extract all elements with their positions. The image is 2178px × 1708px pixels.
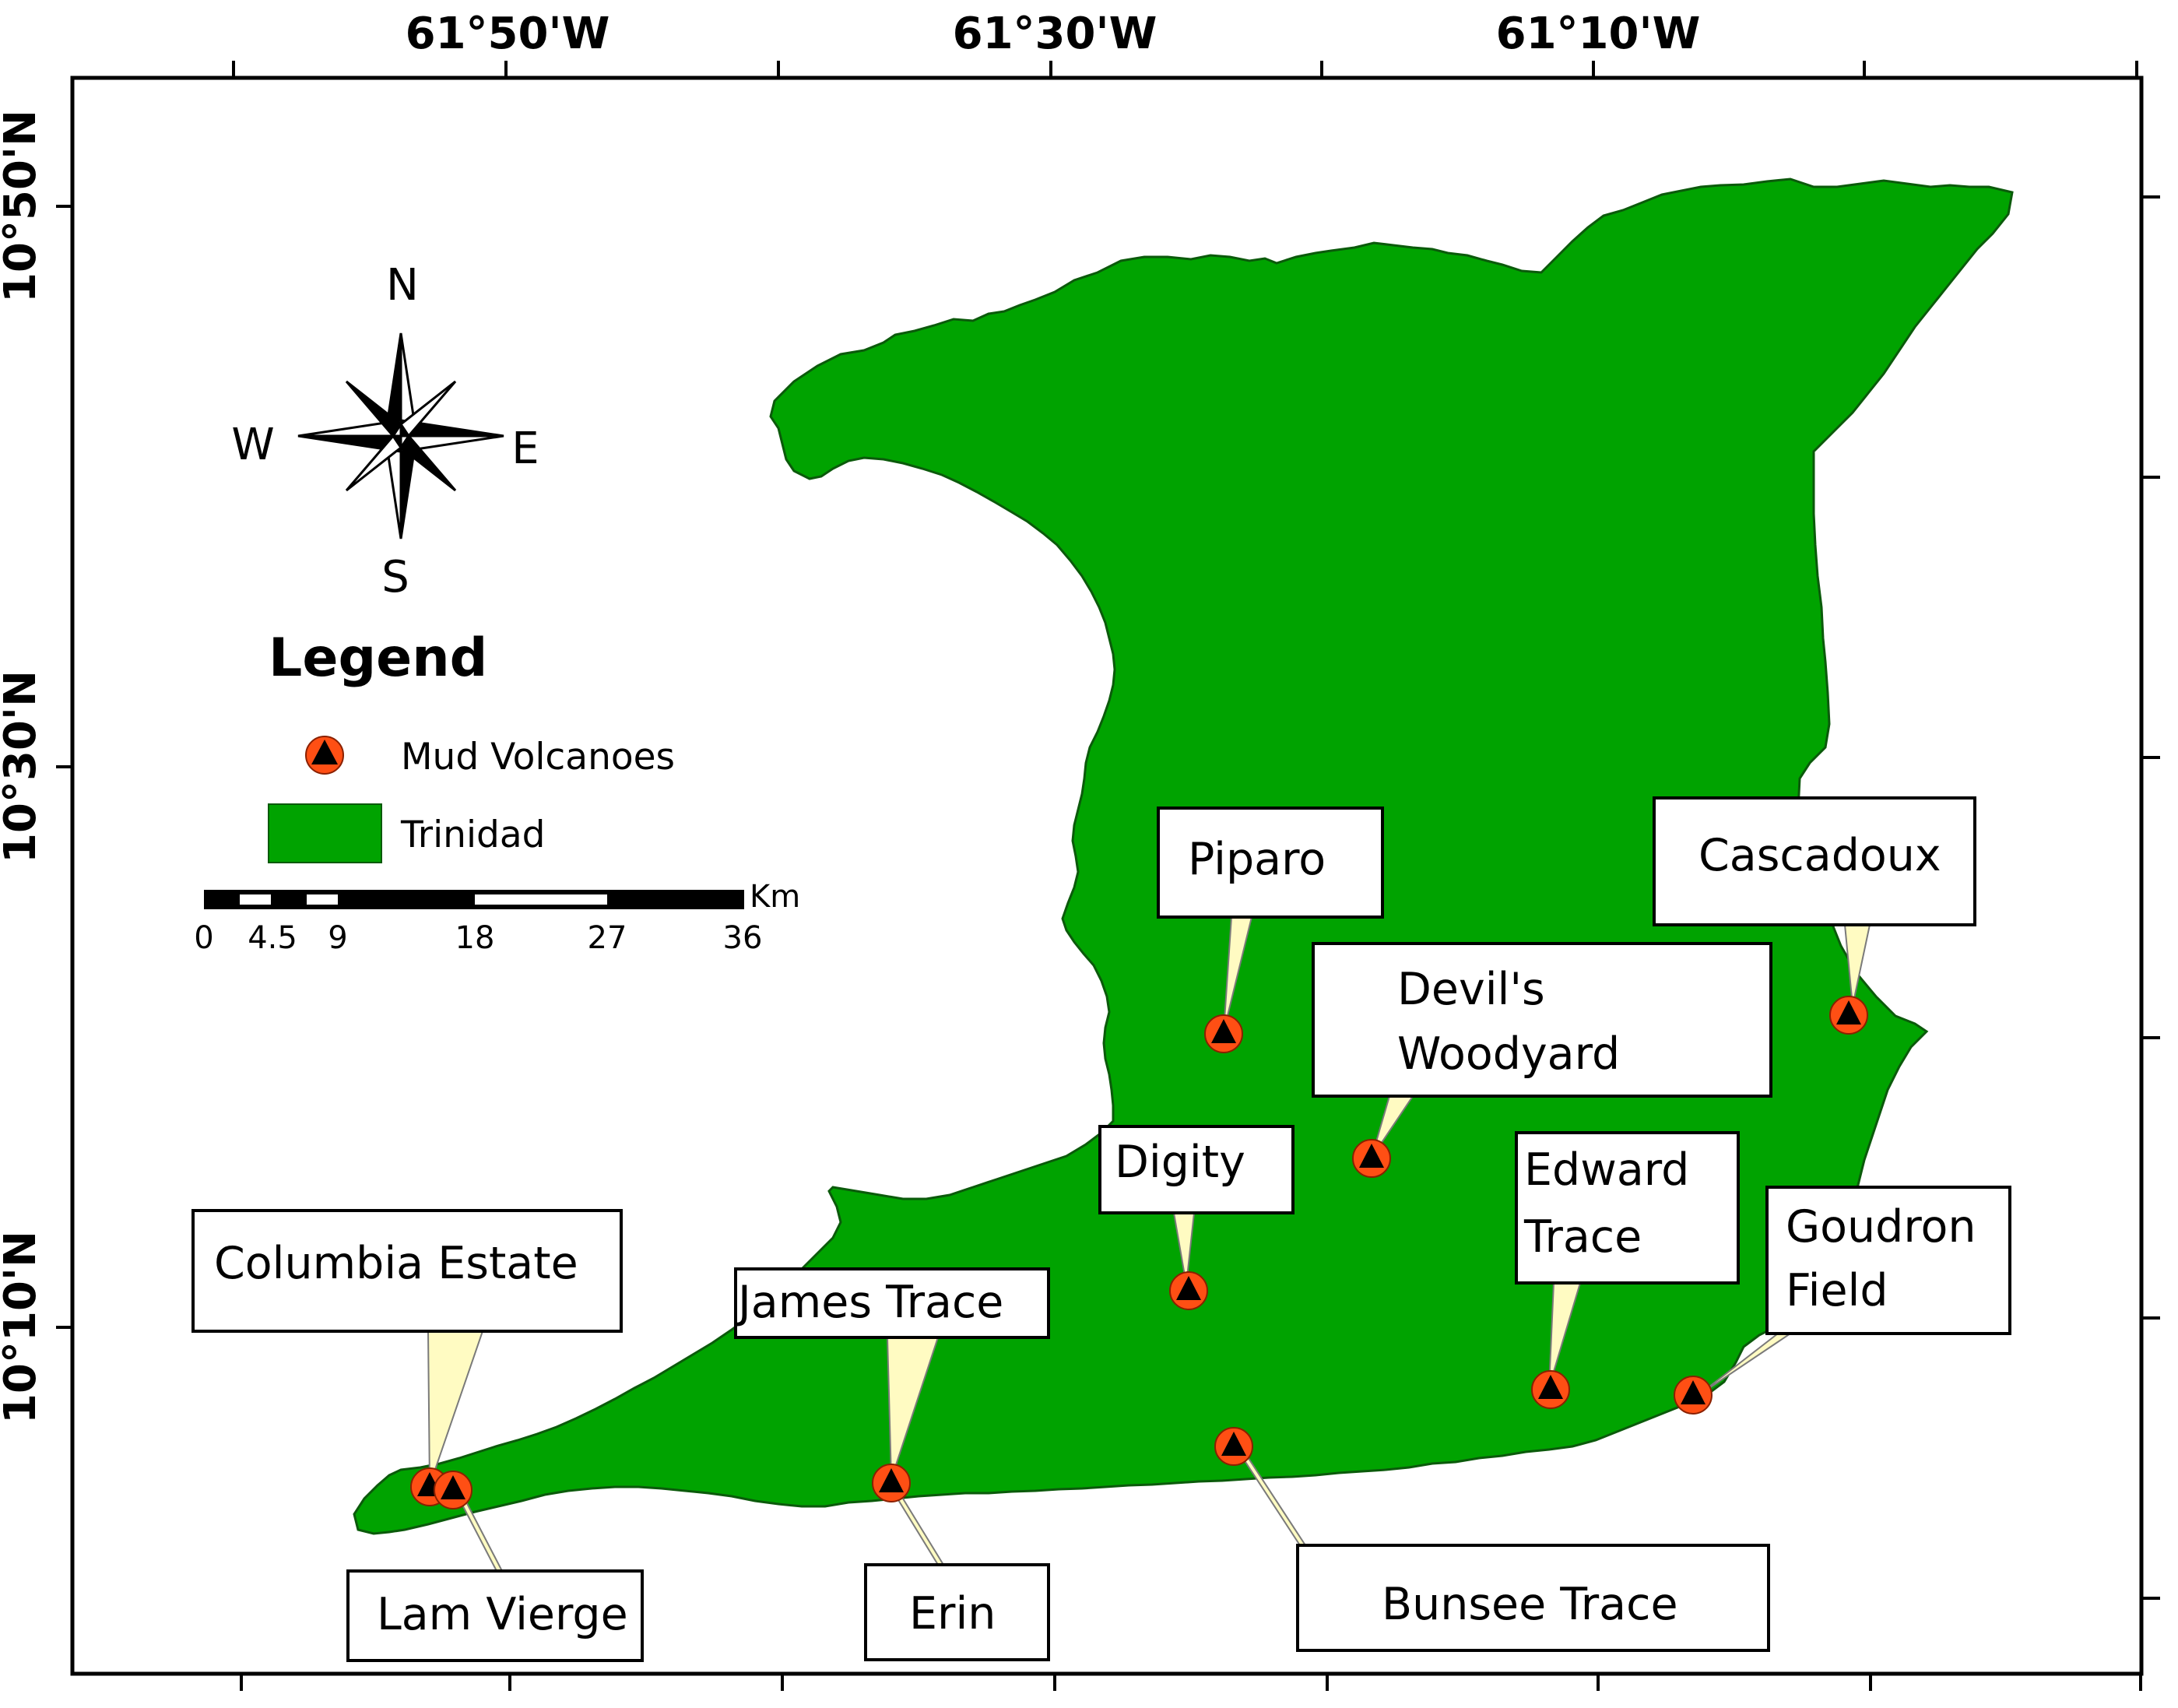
callout-goudron-field[interactable]: Goudron Field xyxy=(1765,1186,2011,1335)
scale-tick-4-5: 4.5 xyxy=(248,920,297,956)
legend: Legend Mud Volcanoes Trinidad xyxy=(268,627,675,863)
mud-volcano-marker-icon[interactable] xyxy=(1674,1376,1713,1415)
callout-piparo[interactable]: Piparo xyxy=(1157,807,1384,919)
callout-goudron-field-line1: Goudron xyxy=(1786,1201,1976,1253)
scale-tick-9: 9 xyxy=(328,920,347,956)
mud-volcano-marker-icon[interactable] xyxy=(1214,1427,1253,1466)
callout-digity[interactable]: Digity xyxy=(1098,1125,1295,1214)
callout-lam-vierge-label: Lam Vierge xyxy=(377,1589,628,1640)
compass-west-label: W xyxy=(231,420,274,470)
callout-bunsee-trace[interactable]: Bunsee Trace xyxy=(1296,1544,1770,1652)
callout-devils-woodyard-line1: Devil's xyxy=(1397,964,1545,1015)
mud-volcano-markers xyxy=(410,996,1868,1509)
compass-east-label: E xyxy=(511,423,539,474)
mud-volcano-marker-icon xyxy=(305,736,344,775)
callout-digity-label: Digity xyxy=(1115,1137,1245,1188)
callout-erin-label: Erin xyxy=(909,1588,996,1639)
legend-title: Legend xyxy=(269,627,487,689)
legend-trinidad-label: Trinidad xyxy=(400,814,546,856)
callout-james-trace[interactable]: James Trace xyxy=(734,1267,1050,1339)
mud-volcano-marker-icon[interactable] xyxy=(1169,1271,1208,1310)
mud-volcano-marker-icon[interactable] xyxy=(1531,1370,1570,1409)
callout-edward-trace-line2: Trace xyxy=(1523,1211,1642,1263)
lon-label-61-10: 61°10'W xyxy=(1496,9,1701,59)
lat-label-10-50: 10°50'N xyxy=(0,110,46,303)
callout-leaders xyxy=(427,916,1871,1572)
mud-volcano-marker-icon[interactable] xyxy=(872,1464,911,1502)
mud-volcano-marker-icon[interactable] xyxy=(434,1471,472,1509)
compass-star-icon xyxy=(297,332,504,539)
mud-volcano-marker-icon[interactable] xyxy=(1204,1014,1243,1053)
callout-columbia-estate[interactable]: Columbia Estate xyxy=(191,1209,623,1333)
callout-columbia-estate-label: Columbia Estate xyxy=(214,1238,578,1289)
callout-lam-vierge[interactable]: Lam Vierge xyxy=(346,1569,644,1662)
callout-goudron-field-line2: Field xyxy=(1786,1265,1888,1316)
mud-volcano-marker-icon[interactable] xyxy=(1352,1139,1391,1178)
callout-edward-trace[interactable]: Edward Trace xyxy=(1515,1131,1740,1285)
trinidad-fill-swatch xyxy=(268,803,382,863)
mud-volcano-marker-icon[interactable] xyxy=(1829,996,1868,1035)
compass-rose: N S W E xyxy=(231,260,539,603)
scale-bar: Km 0 4.5 9 18 27 36 xyxy=(194,879,800,956)
compass-south-label: S xyxy=(381,552,409,603)
graticule-ticks xyxy=(56,61,2160,1691)
scale-tick-27: 27 xyxy=(588,920,627,956)
callout-piparo-label: Piparo xyxy=(1188,834,1326,885)
legend-mud-volcanoes-label: Mud Volcanoes xyxy=(401,736,675,778)
lat-label-10-10: 10°10'N xyxy=(0,1231,46,1424)
lon-label-61-50: 61°50'W xyxy=(406,9,610,59)
scale-unit: Km xyxy=(750,879,800,915)
lon-label-61-30: 61°30'W xyxy=(953,9,1158,59)
callout-edward-trace-line1: Edward xyxy=(1524,1144,1689,1196)
compass-north-label: N xyxy=(386,260,419,311)
callout-cascadoux[interactable]: Cascadoux xyxy=(1653,796,1976,926)
scale-tick-18: 18 xyxy=(455,920,495,956)
callout-erin[interactable]: Erin xyxy=(864,1563,1050,1661)
callout-cascadoux-label: Cascadoux xyxy=(1698,830,1941,881)
scale-tick-0: 0 xyxy=(194,920,213,956)
scale-tick-36: 36 xyxy=(723,920,763,956)
callout-bunsee-trace-label: Bunsee Trace xyxy=(1382,1579,1678,1630)
callout-devils-woodyard-line2: Woodyard xyxy=(1397,1028,1620,1080)
callout-devils-woodyard[interactable]: Devil's Woodyard xyxy=(1312,942,1772,1098)
lat-label-10-30: 10°30'N xyxy=(0,670,46,863)
callout-james-trace-label: James Trace xyxy=(736,1277,1003,1328)
